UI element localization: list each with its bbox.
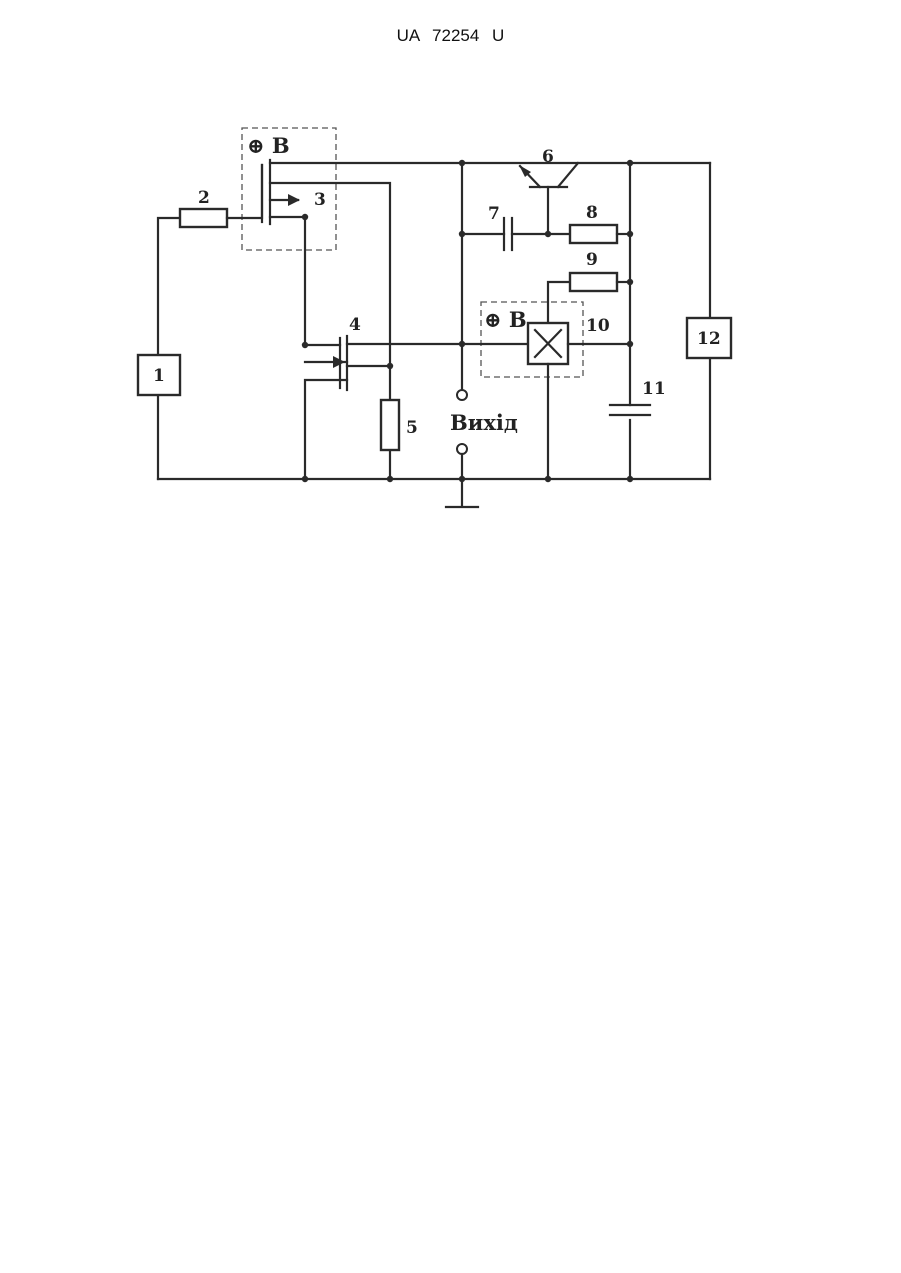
resistor-9 bbox=[570, 273, 617, 291]
junction bbox=[302, 214, 308, 220]
label-resistor-5: 5 bbox=[406, 418, 418, 438]
transistor-3-drain bbox=[270, 183, 390, 479]
junction bbox=[302, 342, 308, 348]
label-supply-mid: ⊕ B bbox=[484, 307, 527, 332]
label-transistor-4: 4 bbox=[349, 315, 361, 335]
label-block-12: 12 bbox=[697, 329, 721, 349]
junction bbox=[459, 231, 465, 237]
junction bbox=[459, 341, 465, 347]
label-supply-top: ⊕ B bbox=[247, 133, 290, 158]
label-resistor-9: 9 bbox=[586, 250, 598, 270]
junction bbox=[627, 341, 633, 347]
junction bbox=[459, 160, 465, 166]
resistor-5 bbox=[381, 400, 399, 450]
label-element-10: 10 bbox=[586, 316, 610, 336]
label-resistor-8: 8 bbox=[586, 203, 598, 223]
junction bbox=[627, 476, 633, 482]
resistor-8 bbox=[570, 225, 617, 243]
output-terminal-bottom bbox=[457, 444, 467, 454]
label-resistor-2: 2 bbox=[198, 188, 210, 208]
junction bbox=[545, 231, 551, 237]
label-block-1: 1 bbox=[153, 366, 165, 386]
label-capacitor-11: 11 bbox=[642, 379, 666, 399]
arrow-3 bbox=[288, 194, 300, 206]
ground-symbol bbox=[446, 479, 478, 507]
junction bbox=[459, 476, 465, 482]
junction bbox=[302, 476, 308, 482]
output-terminal-top bbox=[457, 390, 467, 400]
junction bbox=[627, 231, 633, 237]
junction bbox=[627, 160, 633, 166]
label-output: Вихід bbox=[450, 410, 518, 435]
wire-r2-to-gate3 bbox=[227, 165, 262, 218]
label-transistor-6: 6 bbox=[542, 147, 554, 167]
junction bbox=[387, 476, 393, 482]
transistor-3-lower bbox=[270, 217, 305, 345]
resistor-2 bbox=[180, 209, 227, 227]
label-capacitor-7: 7 bbox=[488, 204, 500, 224]
junction bbox=[387, 363, 393, 369]
junction bbox=[545, 476, 551, 482]
junction bbox=[627, 279, 633, 285]
transistor-4-src-down bbox=[305, 380, 347, 479]
label-transistor-3: 3 bbox=[314, 190, 326, 210]
transistor-6-collector bbox=[558, 163, 578, 187]
